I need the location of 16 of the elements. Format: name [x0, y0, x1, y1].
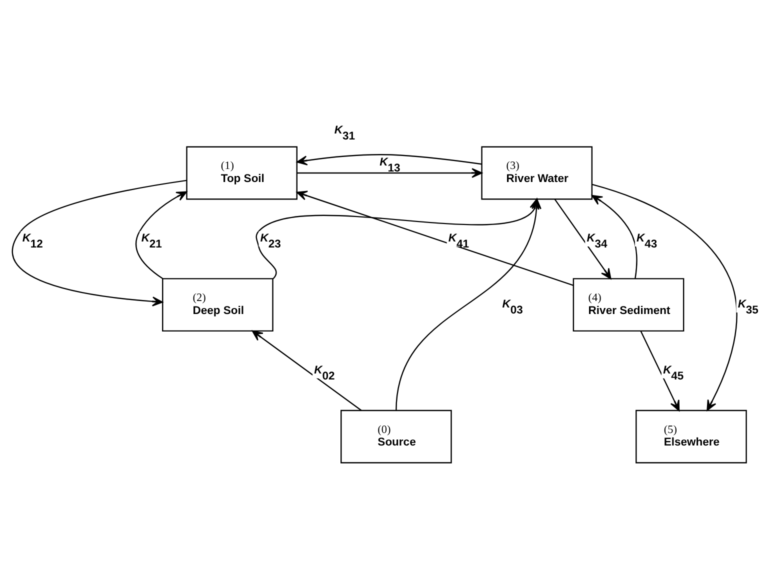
- node-box: (1) Top Soil: [186, 146, 298, 200]
- arrow: [136, 190, 188, 279]
- arrow: [296, 190, 574, 286]
- arrow: [554, 198, 612, 279]
- arrow: [12, 179, 187, 306]
- node-box: (0) Source: [340, 409, 452, 463]
- arrow: [592, 183, 738, 410]
- node-box: (5) Elsewhere: [636, 409, 747, 463]
- node-box: (3) River Water: [481, 146, 593, 200]
- arrow: [640, 330, 680, 411]
- arrow: [296, 154, 482, 165]
- arrow: [252, 330, 362, 410]
- node-box: (2) Deep Soil: [162, 278, 274, 332]
- node-box: (4) River Sediment: [572, 278, 684, 332]
- arrow: [592, 194, 638, 278]
- arrow: [296, 168, 482, 178]
